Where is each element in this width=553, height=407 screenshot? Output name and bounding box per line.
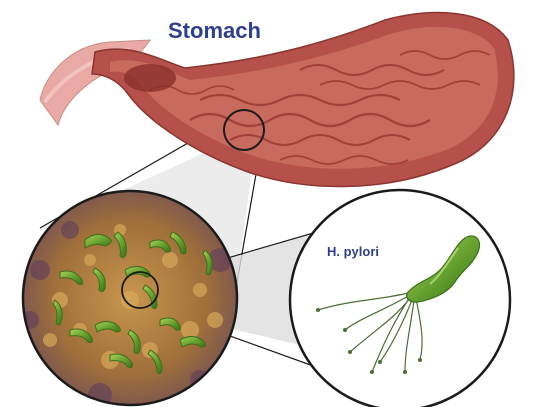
- h-pylori-label: H. pylori: [327, 244, 380, 259]
- stomach-folds: [149, 50, 491, 165]
- bacteria-colony: [21, 189, 239, 407]
- bottom-caption: [20, 392, 533, 404]
- stomach-illustration: [39, 11, 515, 188]
- h-pylori-bacterium: [316, 235, 481, 374]
- stomach-label: Stomach: [168, 18, 261, 43]
- magnifier-circle: [223, 109, 265, 151]
- stomach-lining: [110, 26, 498, 169]
- h-pylori-closeup: [288, 188, 512, 407]
